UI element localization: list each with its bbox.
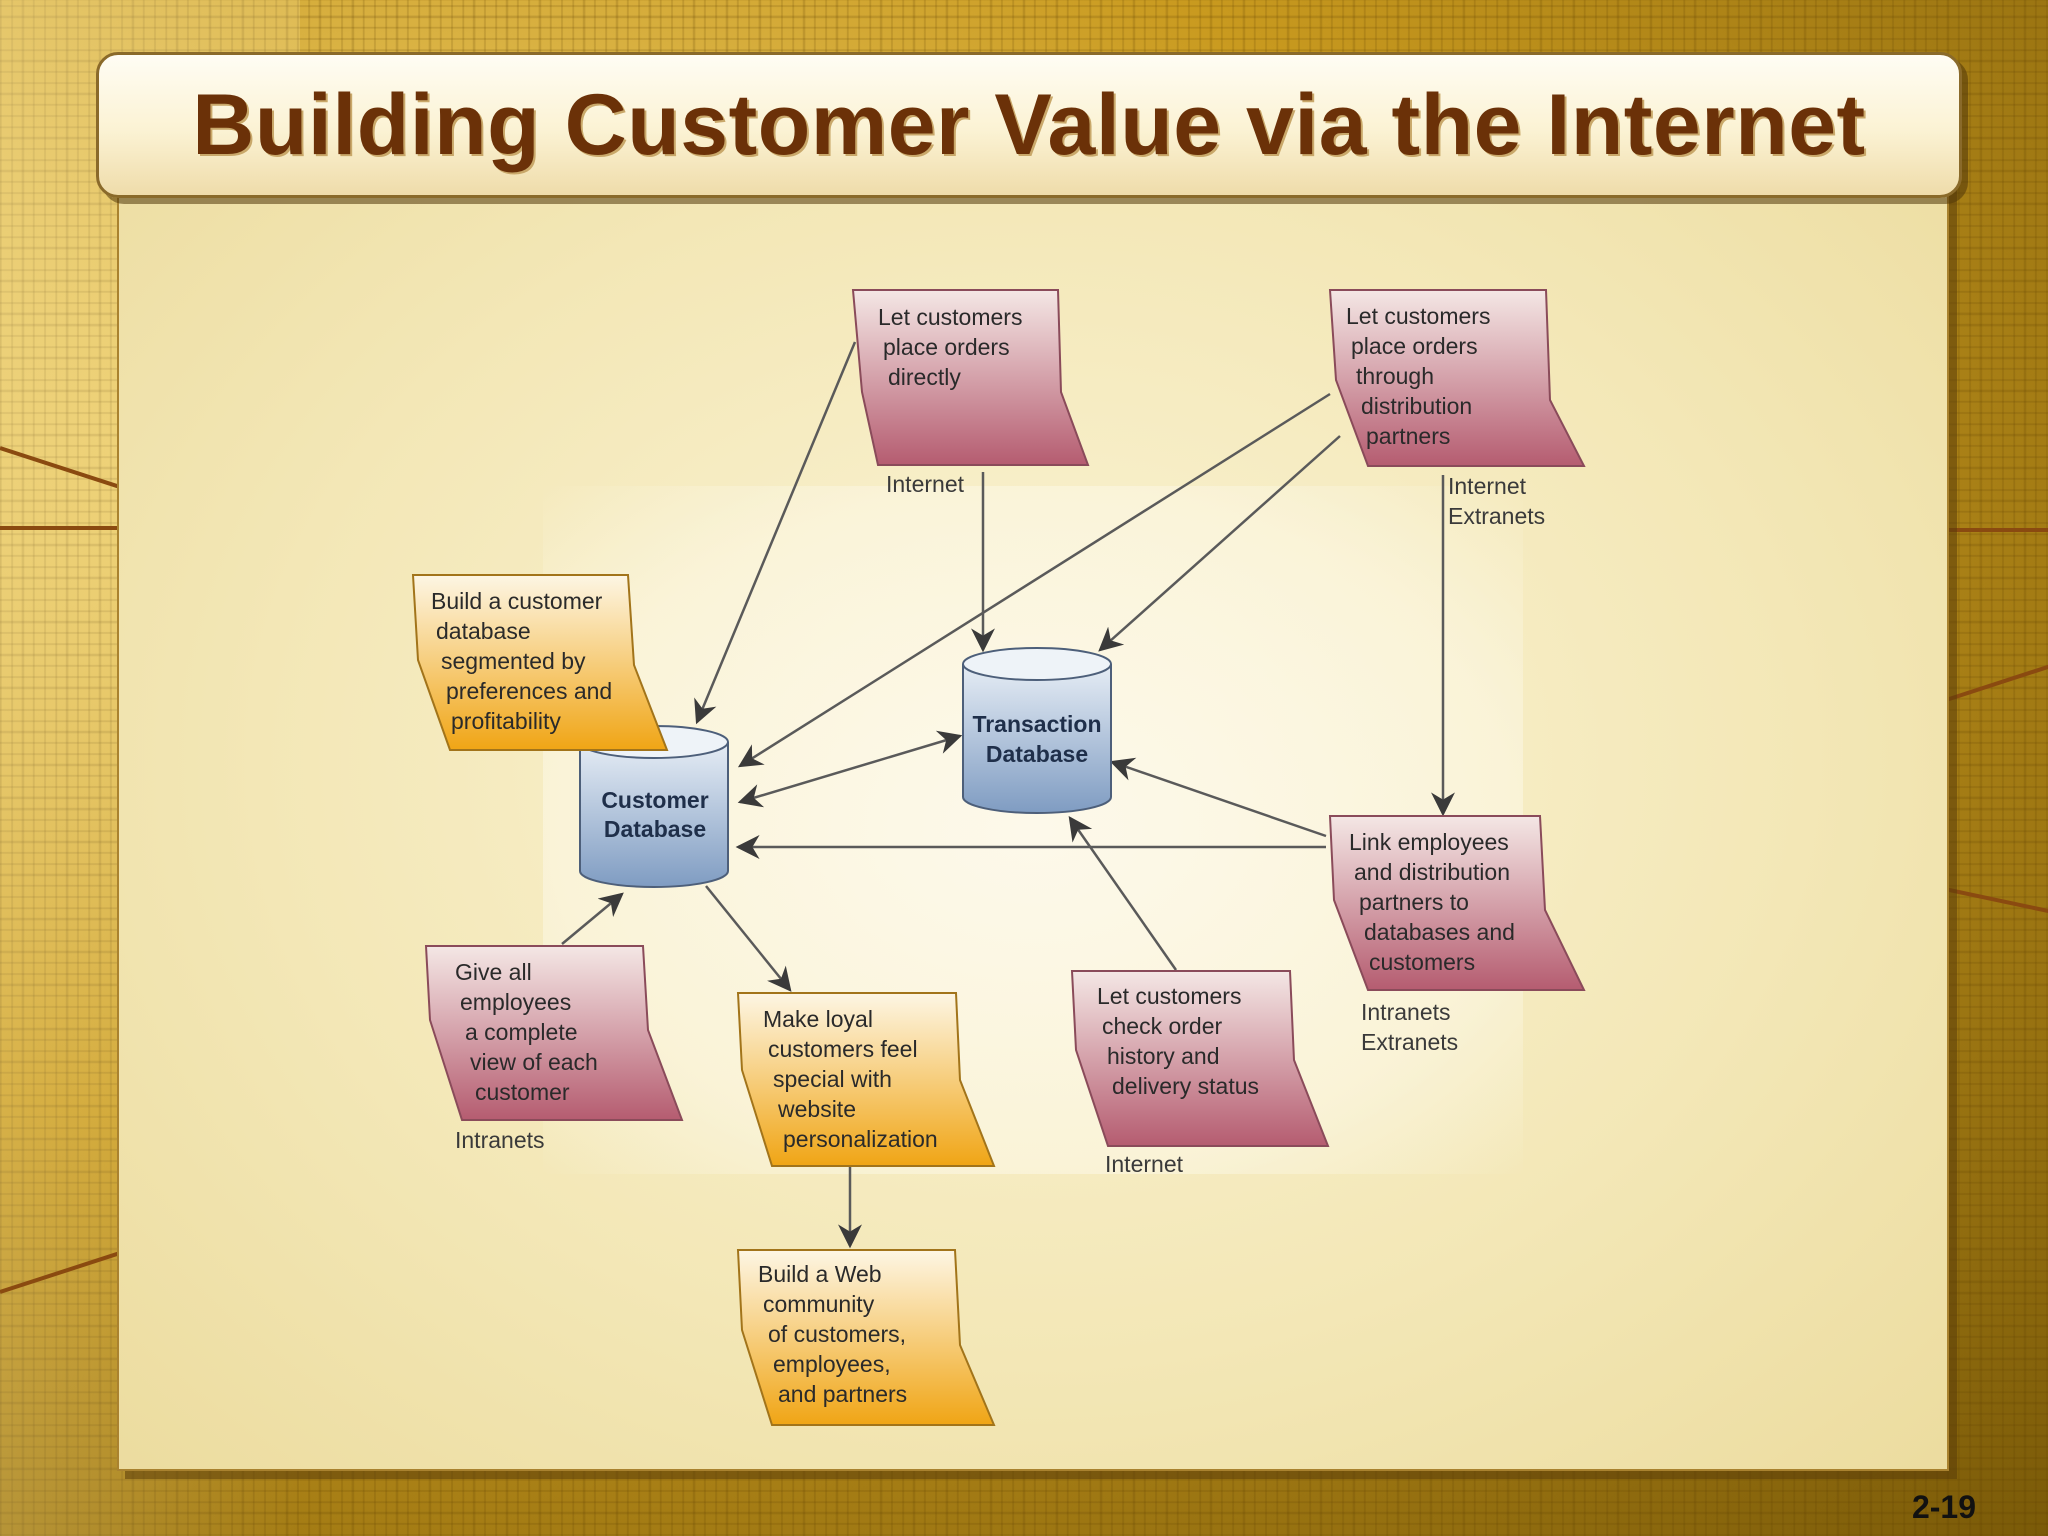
- note-text-line: check order: [1102, 1013, 1223, 1039]
- note-shape: [1328, 815, 1586, 991]
- note-orders-partners: Let customers place orders through distribu…: [1328, 289, 1586, 529]
- notes-layer: Let customers place orders directlyInterne…: [411, 289, 1586, 1426]
- note-text-line: community: [763, 1291, 875, 1317]
- transaction-database: Transaction Database: [962, 647, 1112, 814]
- note-text-line: partners: [1366, 423, 1450, 449]
- note-orders-direct: Let customers place orders directlyInterne…: [851, 289, 1090, 497]
- note-text-line: Build a Web: [758, 1261, 882, 1287]
- note-channel-label: Internet: [886, 471, 965, 497]
- title-bar: Building Customer Value via the Internet: [96, 52, 1962, 198]
- note-shape: [851, 289, 1090, 466]
- slide-title: Building Customer Value via the Internet: [192, 76, 1866, 173]
- transaction-database-label-line1: Transaction: [972, 711, 1101, 737]
- customer-database-label-line1: Customer: [601, 787, 708, 813]
- note-build-db: Build a customer database segmented by pref…: [411, 574, 669, 751]
- background-line: [1940, 528, 2048, 532]
- background-line: [0, 526, 130, 530]
- note-text-line: employees: [460, 989, 571, 1015]
- note-text-line: a complete: [465, 1019, 578, 1045]
- note-order-history: Let customers check order history and deliv…: [1070, 970, 1330, 1177]
- note-text-line: preferences and: [446, 678, 612, 704]
- note-loyal-customers: Make loyal customers feel special with webs…: [736, 992, 996, 1167]
- note-channel-label: Extranets: [1361, 1029, 1458, 1055]
- note-text-line: of customers,: [768, 1321, 906, 1347]
- note-text-line: distribution: [1361, 393, 1472, 419]
- note-text-line: special with: [773, 1066, 892, 1092]
- note-text-line: segmented by: [441, 648, 586, 674]
- note-shape: [736, 992, 996, 1167]
- note-shape: [1328, 289, 1586, 467]
- note-text-line: profitability: [451, 708, 561, 734]
- note-text-line: Let customers: [878, 304, 1022, 330]
- note-text-line: and partners: [778, 1381, 907, 1407]
- note-text-line: Build a customer: [431, 588, 603, 614]
- arrow-orders-partners-to-transaction-db: [1098, 435, 1341, 652]
- note-text-line: Let customers: [1346, 303, 1490, 329]
- note-give-employees: Give all employees a complete view of each c…: [424, 945, 684, 1153]
- note-text-line: database: [436, 618, 531, 644]
- arrow-give-employees-to-customer-db: [561, 892, 624, 945]
- note-text-line: Let customers: [1097, 983, 1241, 1009]
- note-shape: [424, 945, 684, 1121]
- note-text-line: Give all: [455, 959, 532, 985]
- note-text-line: history and: [1107, 1043, 1220, 1069]
- note-channel-label: Intranets: [1361, 999, 1451, 1025]
- note-text-line: Make loyal: [763, 1006, 873, 1032]
- note-text-line: delivery status: [1112, 1073, 1259, 1099]
- note-text-line: personalization: [783, 1126, 938, 1152]
- note-shape: [1070, 970, 1330, 1147]
- customer-database-label-line2: Database: [604, 816, 706, 842]
- note-shape: [411, 574, 669, 751]
- transaction-database-label-line2: Database: [986, 741, 1088, 767]
- arrow-customer-db-transaction-db: [737, 730, 963, 808]
- note-text-line: customer: [475, 1079, 570, 1105]
- arrow-customer-db-to-loyal-customers: [705, 885, 792, 992]
- note-text-line: view of each: [470, 1049, 598, 1075]
- note-text-line: and distribution: [1354, 859, 1510, 885]
- arrow-orders-direct-to-customer-db: [694, 341, 857, 725]
- note-channel-label: Extranets: [1448, 503, 1545, 529]
- note-shape: [736, 1249, 996, 1426]
- note-link-employees: Link employees and distribution partners t…: [1328, 815, 1586, 1055]
- arrow-link-employees-to-transaction-db: [1109, 757, 1327, 838]
- note-text-line: customers: [1369, 949, 1475, 975]
- page-number: 2-19: [1911, 1489, 1976, 1525]
- note-text-line: place orders: [883, 334, 1010, 360]
- note-text-line: partners to: [1359, 889, 1469, 915]
- note-text-line: customers feel: [768, 1036, 918, 1062]
- arrow-order-history-to-transaction-db: [1068, 816, 1178, 971]
- note-channel-label: Internet: [1105, 1151, 1184, 1177]
- note-text-line: databases and: [1364, 919, 1515, 945]
- note-web-community: Build a Web community of customers, employe…: [736, 1249, 996, 1426]
- arrow-orders-partners-to-customer-db: [737, 392, 1331, 768]
- note-text-line: website: [777, 1096, 856, 1122]
- note-text-line: employees,: [773, 1351, 891, 1377]
- note-text-line: directly: [888, 364, 961, 390]
- note-text-line: Link employees: [1349, 829, 1509, 855]
- note-channel-label: Internet: [1448, 473, 1527, 499]
- note-text-line: through: [1356, 363, 1434, 389]
- note-text-line: place orders: [1351, 333, 1478, 359]
- note-channel-label: Intranets: [455, 1127, 545, 1153]
